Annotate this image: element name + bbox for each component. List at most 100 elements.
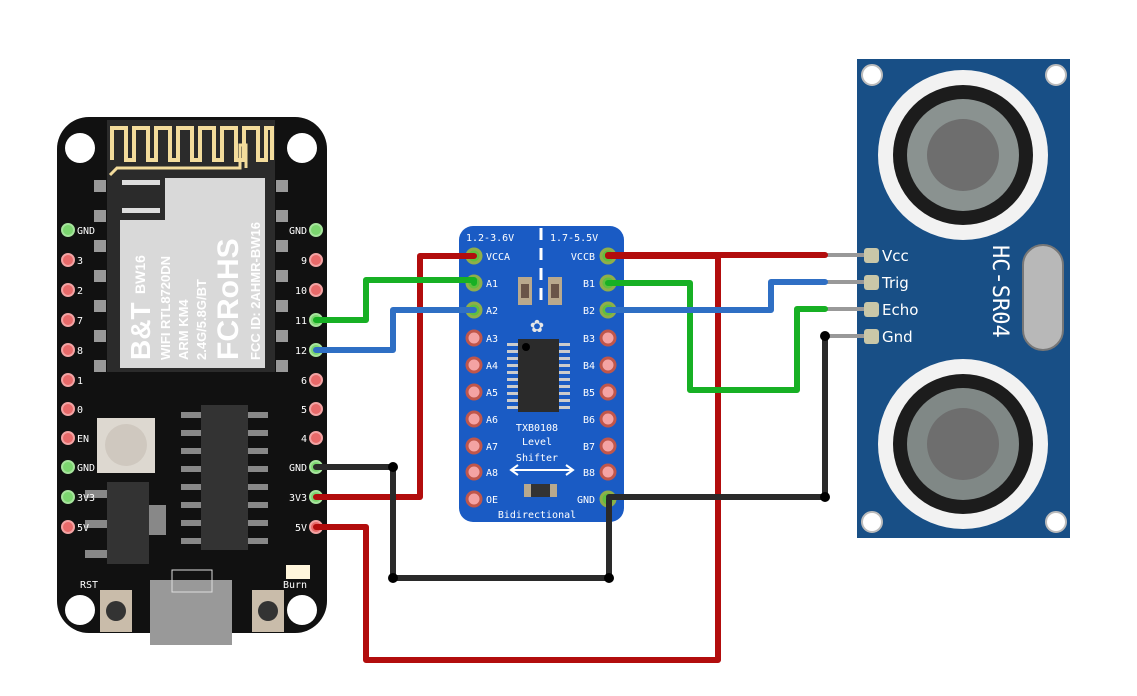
module-label: B&T BW16 WIFI RTL8720DN ARM KM4 2.4G/5.8… — [125, 222, 263, 360]
sensor-pin-vcc[interactable] — [864, 248, 879, 263]
pin-label: B5 — [583, 388, 595, 399]
pin-label: GND — [577, 495, 595, 506]
pin-right-10[interactable] — [309, 283, 323, 297]
burn-label: Burn — [283, 580, 307, 591]
sensor-pin-label: Gnd — [882, 328, 913, 346]
pin-a7[interactable] — [465, 437, 483, 455]
pin-right-gnd[interactable] — [309, 223, 323, 237]
pin-label: EN — [77, 434, 89, 445]
voltage-a-label: 1.2-3.6V — [466, 233, 514, 244]
pin-b6[interactable] — [599, 410, 617, 428]
pin-left-3[interactable] — [61, 253, 75, 267]
pin-left-0[interactable] — [61, 402, 75, 416]
pin-b3[interactable] — [599, 329, 617, 347]
pin-label: 10 — [295, 286, 307, 297]
pin-left-8[interactable] — [61, 343, 75, 357]
pin-a5[interactable] — [465, 383, 483, 401]
ic-chip — [518, 339, 559, 412]
pin-label: B3 — [583, 334, 595, 345]
module-pad — [276, 300, 288, 312]
module-pad — [94, 300, 106, 312]
wire-11-a1[interactable] — [313, 277, 477, 323]
pin-label: 2 — [77, 286, 83, 297]
pin-right-9[interactable] — [309, 253, 323, 267]
antenna-trace — [110, 126, 274, 162]
pin-label: 7 — [77, 316, 83, 327]
pin-label: 5V — [295, 523, 307, 534]
pin-left-2[interactable] — [61, 283, 75, 297]
pin-right-5[interactable] — [309, 402, 323, 416]
pin-label: 0 — [77, 405, 83, 416]
wire-b2-trig[interactable] — [605, 279, 828, 313]
wire-12-a2[interactable] — [313, 307, 477, 353]
pin-label: 9 — [301, 256, 307, 267]
pin-label: A2 — [486, 306, 498, 317]
pin-label: 3 — [77, 256, 83, 267]
module-pad — [94, 270, 106, 282]
module-pad — [276, 210, 288, 222]
pin-label: B8 — [583, 468, 595, 479]
brand-text: B&T — [125, 302, 156, 360]
receiver — [878, 359, 1048, 529]
pin-left-en[interactable] — [61, 431, 75, 445]
wire-b1-echo[interactable] — [605, 280, 828, 393]
usb-serial-chip — [201, 405, 248, 550]
transmitter — [878, 70, 1048, 240]
pin-left-gnd[interactable] — [61, 223, 75, 237]
pin-left-gnd[interactable] — [61, 460, 75, 474]
pin-b7[interactable] — [599, 437, 617, 455]
sensor-name: HC-SR04 — [987, 245, 1012, 338]
sensor-pin-echo[interactable] — [864, 302, 879, 317]
module-pad — [276, 240, 288, 252]
pin-a8[interactable] — [465, 463, 483, 481]
pin-a3[interactable] — [465, 329, 483, 347]
pin-left-1[interactable] — [61, 373, 75, 387]
mount-hole — [287, 133, 317, 163]
pin-right-6[interactable] — [309, 373, 323, 387]
mount-hole — [287, 595, 317, 625]
pin-label: 3V3 — [289, 493, 307, 504]
bidirectional-label: Bidirectional — [498, 510, 576, 521]
pin-label: VCCB — [571, 252, 595, 263]
bidirectional-arrow-icon — [509, 464, 575, 476]
pin-label: 5 — [301, 405, 307, 416]
pin-label: A1 — [486, 279, 498, 290]
pin-label: A7 — [486, 442, 498, 453]
pin-label: B7 — [583, 442, 595, 453]
module-pad — [276, 180, 288, 192]
pin-left-7[interactable] — [61, 313, 75, 327]
pin-label: A3 — [486, 334, 498, 345]
pin-label: B4 — [583, 361, 595, 372]
rst-label: RST — [80, 580, 98, 591]
pin-left-3v3[interactable] — [61, 490, 75, 504]
pin-b4[interactable] — [599, 356, 617, 374]
pin-a4[interactable] — [465, 356, 483, 374]
wire-3v3-vcca[interactable] — [313, 253, 477, 500]
module-pad — [94, 240, 106, 252]
sensor-pin-gnd[interactable] — [864, 329, 879, 344]
module-pad — [276, 360, 288, 372]
level-label: Level — [522, 437, 552, 448]
mount-hole — [65, 133, 95, 163]
pin-label: 5V — [77, 523, 89, 534]
regulator — [107, 482, 149, 564]
pin-label: A4 — [486, 361, 498, 372]
pin-b8[interactable] — [599, 463, 617, 481]
pin-b5[interactable] — [599, 383, 617, 401]
module-pad — [94, 330, 106, 342]
module-pad — [94, 180, 106, 192]
sensor-pin-trig[interactable] — [864, 275, 879, 290]
pin-label: 11 — [295, 316, 307, 327]
pin-oe[interactable] — [465, 490, 483, 508]
txb0108-level-shifter: 1.2-3.6V 1.7-5.5V ✿ TXB0108 Level Shifte… — [459, 226, 624, 522]
pin-label: 6 — [301, 376, 307, 387]
pin-a6[interactable] — [465, 410, 483, 428]
bw16-board: B&T BW16 WIFI RTL8720DN ARM KM4 2.4G/5.8… — [57, 117, 327, 645]
pin-left-5v[interactable] — [61, 520, 75, 534]
pin-label: A8 — [486, 468, 498, 479]
pin-label: GND — [77, 226, 95, 237]
adafruit-flower-icon: ✿ — [530, 313, 543, 338]
pin-right-4[interactable] — [309, 431, 323, 445]
sensor-pin-label: Trig — [881, 274, 909, 292]
